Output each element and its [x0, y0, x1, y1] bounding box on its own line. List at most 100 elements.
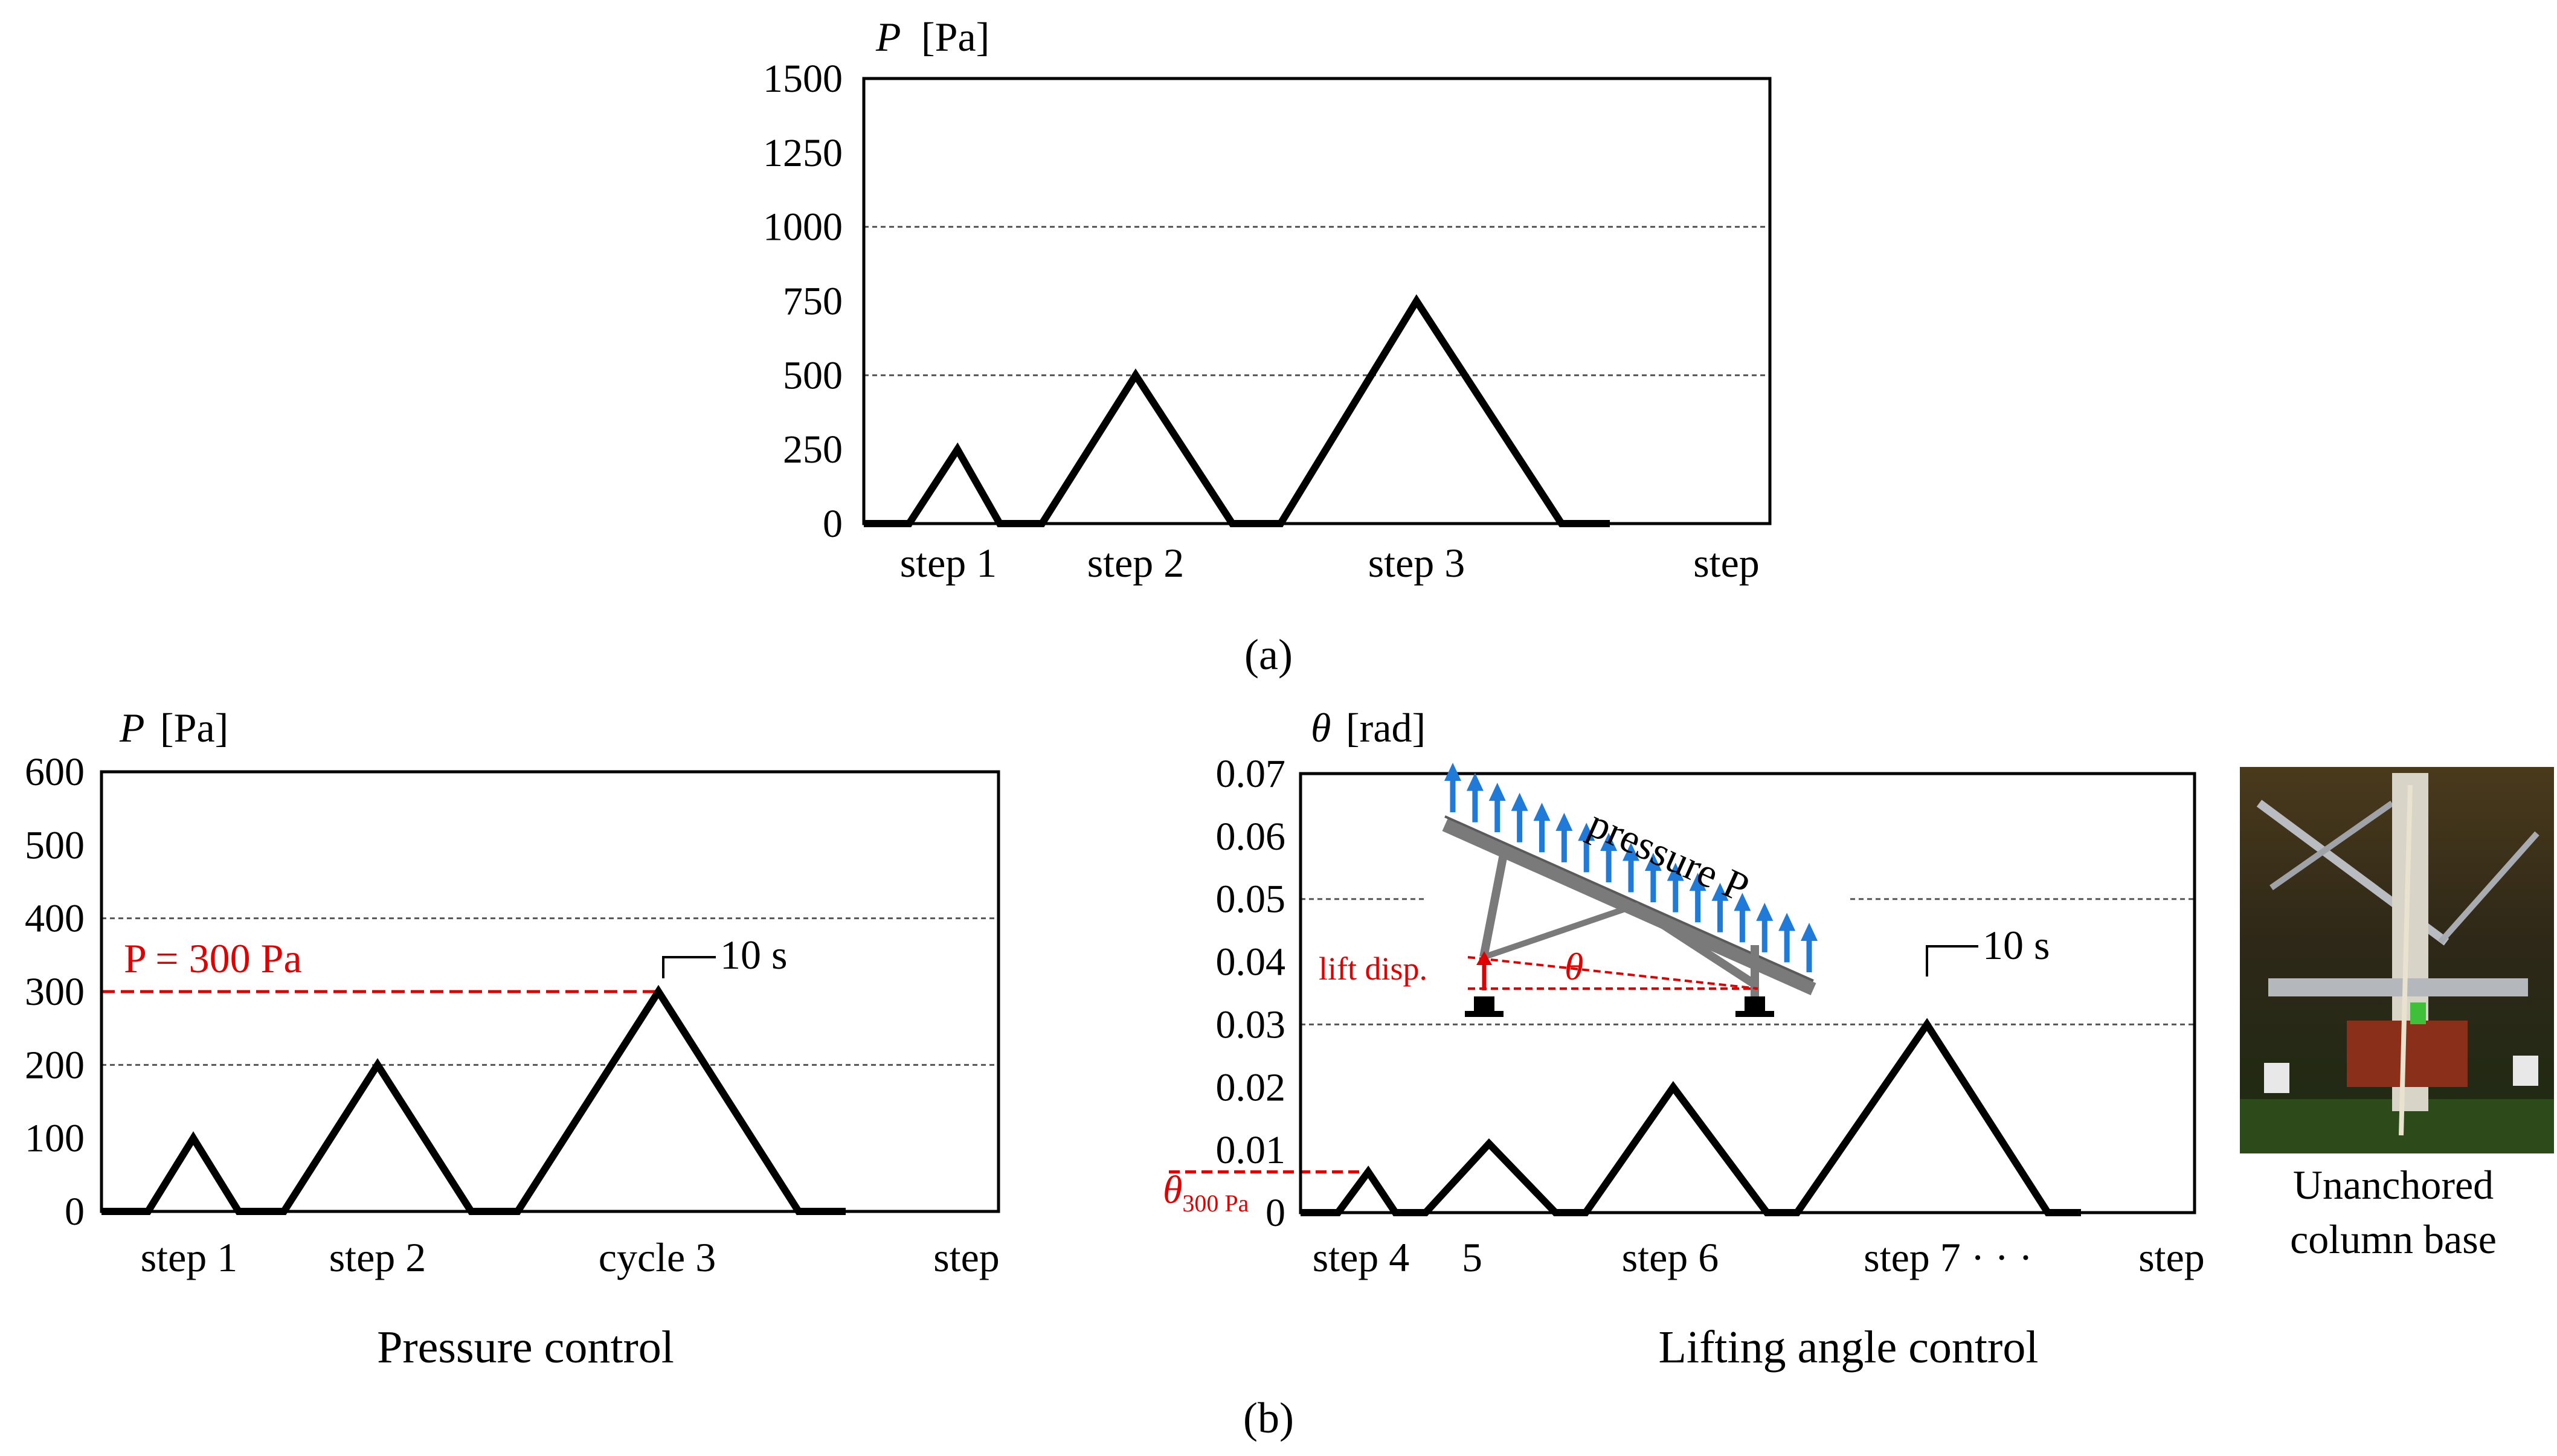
photo-device-left — [2264, 1063, 2289, 1093]
inset-base-right-plate — [1735, 1011, 1774, 1017]
chart-b-angle-gridlines — [1301, 898, 2195, 1025]
chart-b-angle-threshold-subscript: 300 Pa — [1182, 1190, 1249, 1217]
chart-b-angle-hold-bracket — [1926, 945, 1978, 977]
pressure-arrow-head — [1644, 853, 1662, 871]
column-base-photo: Unanchored column base — [2240, 767, 2554, 1262]
chart-b-pressure-hold-bracket — [662, 956, 716, 978]
chart-b-pressure-cat-cycle-3: cycle 3 — [599, 1234, 716, 1280]
y-tick-label-6: 1500 — [763, 57, 843, 101]
photo-base-block — [2347, 1021, 2468, 1087]
chart-a-frame — [862, 77, 1772, 525]
chart-b-angle-cat-5: 5 — [1462, 1234, 1482, 1280]
pressure-arrow-head — [1555, 812, 1573, 831]
photo-truss-3 — [2438, 831, 2539, 944]
y-tick-label-5: 1250 — [763, 131, 843, 175]
chart-b-pressure-series-line — [101, 984, 846, 1215]
chart-b-angle-threshold-symbol: θ — [1163, 1168, 1182, 1212]
chart-a-cat-step-2: step 2 — [1087, 540, 1185, 586]
photo-truss-2 — [2269, 800, 2394, 891]
chart-a-cat-step-1: step 1 — [900, 540, 997, 586]
chart-b-angle-hold-label: 10 s — [1983, 922, 2050, 968]
inset-schematic: pressure P lift disp. θ — [1319, 763, 1847, 1021]
y-tick-label-4: 0.04 — [1216, 940, 1286, 984]
chart-b-pressure-ylabel-symbol: P — [119, 705, 145, 751]
chart-b-pressure-cat-step-1: step 1 — [141, 1234, 238, 1280]
y-tick-label-2: 200 — [25, 1043, 85, 1087]
y-tick-label-6: 0.06 — [1216, 815, 1286, 859]
chart-b-angle-xlabel: step — [2138, 1234, 2205, 1280]
inset-angle-symbol: θ — [1565, 945, 1583, 988]
photo-beam — [2268, 978, 2528, 996]
y-tick-label-0: 0 — [1266, 1191, 1285, 1235]
inset-strut-right — [1632, 902, 1757, 988]
y-tick-label-3: 750 — [783, 280, 843, 324]
pressure-arrow-head — [1734, 893, 1751, 911]
panel-label-b: (b) — [1243, 1394, 1294, 1442]
chart-a-xlabel: step — [1693, 540, 1760, 586]
y-tick-label-1: 100 — [25, 1117, 85, 1161]
chart-a-series-line — [864, 294, 1610, 527]
chart-b-angle-cat-step-4: step 4 — [1313, 1234, 1410, 1280]
photo-caption-line1: Unanchored — [2293, 1162, 2494, 1208]
pressure-arrow-head — [1801, 923, 1818, 941]
chart-b-pressure-ylabel-unit: [Pa] — [160, 705, 228, 751]
chart-b-angle-ylabel-unit: [rad] — [1346, 705, 1426, 751]
chart-b-pressure-hold-label: 10 s — [720, 932, 787, 978]
inset-base-left — [1474, 996, 1494, 1013]
y-tick-label-3: 0.03 — [1216, 1002, 1286, 1047]
photo-caption-line2: column base — [2290, 1216, 2497, 1262]
pressure-arrow-head — [1488, 783, 1506, 801]
chart-b-angle-cat-step-6: step 6 — [1622, 1234, 1719, 1280]
pressure-arrow-head — [1511, 792, 1528, 811]
chart-b-angle-series-line — [1301, 1018, 2081, 1216]
chart-a-gridlines — [864, 226, 1770, 376]
photo-device-right — [2513, 1056, 2538, 1086]
chart-b-angle-frame — [1299, 772, 2196, 1214]
y-tick-label-6: 600 — [25, 750, 85, 794]
y-tick-label-1: 250 — [783, 428, 843, 472]
photo-green-tag — [2410, 1002, 2426, 1024]
chart-b-angle-yticks: 0 0.01 0.02 0.03 0.04 0.05 0.06 0.07 — [1216, 752, 1286, 1235]
inset-pressure-arrows — [1444, 763, 1818, 972]
pressure-arrow-head — [1444, 763, 1461, 781]
chart-b-angle-threshold-label: θ300 Pa — [1163, 1168, 1249, 1217]
chart-a-cat-step-3: step 3 — [1368, 540, 1465, 586]
y-tick-label-5: 0.05 — [1216, 877, 1286, 922]
inset-lift-label: lift disp. — [1319, 951, 1427, 987]
y-tick-label-3: 300 — [25, 970, 85, 1014]
y-tick-label-4: 1000 — [763, 205, 843, 249]
chart-a-ylabel-symbol: P — [875, 14, 901, 60]
panel-label-a: (a) — [1244, 630, 1293, 679]
inset-strut-left — [1479, 850, 1508, 958]
y-tick-label-0: 0 — [65, 1190, 85, 1234]
chart-b-angle: θ [rad] 00.010.020.030.040.050.060.07 θ3… — [1163, 705, 2205, 1373]
chart-a-ylabel-unit: [Pa] — [921, 14, 989, 60]
pressure-arrow-head — [1756, 902, 1774, 921]
pressure-arrow-head — [1623, 842, 1639, 861]
chart-b-pressure-threshold-label: P = 300 Pa — [124, 935, 302, 981]
chart-b-angle-ylabel-symbol: θ — [1311, 705, 1331, 751]
inset-base-right — [1745, 996, 1765, 1013]
chart-b-pressure-cat-step-2: step 2 — [329, 1234, 426, 1280]
y-tick-label-7: 0.07 — [1216, 752, 1286, 796]
inset-strut-brace — [1482, 903, 1635, 960]
chart-b-pressure-frame — [100, 770, 1000, 1213]
caption-pressure-control: Pressure control — [377, 1322, 674, 1373]
y-tick-label-2: 0.02 — [1216, 1065, 1286, 1109]
y-tick-label-4: 400 — [25, 897, 85, 941]
inset-angle-inclined-line — [1467, 956, 1758, 990]
y-tick-label-2: 500 — [783, 353, 843, 397]
photo-wires — [2399, 784, 2413, 1136]
pressure-arrow-head — [1711, 882, 1729, 901]
pressure-arrow-head — [1533, 803, 1551, 821]
pressure-arrow-head — [1600, 832, 1618, 851]
chart-b-angle-cat-step-7: step 7 · · · — [1864, 1234, 2032, 1280]
pressure-arrow-head — [1689, 873, 1706, 891]
y-tick-label-1: 0.01 — [1216, 1128, 1286, 1172]
chart-b-pressure-gridlines — [101, 917, 999, 1066]
pressure-arrow-head — [1667, 862, 1684, 881]
